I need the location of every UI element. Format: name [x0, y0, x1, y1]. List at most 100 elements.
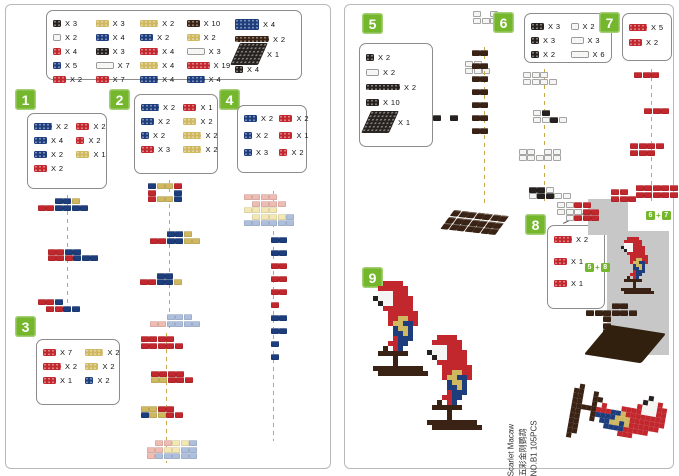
step-2-badge: 2	[109, 89, 130, 110]
part-qty: X 2	[261, 114, 274, 123]
assembly-stage	[523, 72, 557, 85]
step-ref-badge: 7	[661, 211, 671, 220]
brick-icon	[183, 146, 202, 153]
brick-icon	[186, 34, 200, 41]
step-1-badge: 1	[15, 89, 36, 110]
part-item: X 6	[570, 48, 605, 61]
part-qty: X 2	[256, 131, 269, 140]
part-qty: X 2	[65, 33, 78, 42]
part-item: X 3	[53, 17, 96, 30]
brick-icon	[43, 349, 56, 356]
brick-icon	[141, 132, 149, 139]
brick-icon	[183, 104, 197, 111]
step-6-assembly-diagram	[508, 67, 580, 205]
part-qty: X 2	[378, 52, 391, 62]
assembly-stage-ghost	[149, 314, 201, 327]
brick-icon	[140, 34, 154, 41]
part-item: X 1	[43, 374, 77, 387]
part-item: X 2	[570, 20, 605, 33]
brick-icon	[570, 51, 589, 58]
part-item: X 7	[95, 73, 141, 86]
part-qty: X 5	[651, 22, 664, 32]
part-item: X 2	[629, 36, 665, 48]
part-qty: X 2	[56, 122, 69, 131]
assembly-stage	[533, 110, 567, 123]
part-item: X 2	[53, 31, 96, 44]
finished-macaw-model-1	[373, 281, 433, 376]
brick-icon	[570, 23, 579, 30]
part-item: X 2	[279, 112, 309, 125]
part-item: X 2	[85, 374, 119, 387]
part-qty: X 4	[263, 19, 276, 29]
part-qty: X 2	[273, 34, 286, 44]
part-item: X 4	[186, 73, 235, 86]
step-ref-badge: 6	[646, 211, 655, 220]
part-qty: X 6	[592, 50, 605, 59]
trunk-column	[469, 45, 499, 209]
brick-icon	[235, 18, 259, 30]
part-item: X 2	[43, 360, 77, 373]
brick-icon	[85, 363, 99, 370]
part-item: X 2	[183, 143, 218, 156]
part-qty: X 3	[256, 148, 269, 157]
part-qty: X 3	[112, 19, 126, 28]
part-item: X 3	[570, 34, 605, 47]
part-qty: X 1	[398, 117, 411, 127]
part-qty: X 2	[205, 131, 218, 140]
part-qty: X 2	[203, 33, 217, 42]
assembly-stage	[139, 272, 191, 286]
brick-icon	[141, 146, 154, 153]
part-item: X 2	[76, 120, 106, 133]
part-qty: X 2	[582, 22, 595, 31]
brick-icon	[361, 111, 399, 133]
step-ref-badge: 8	[600, 263, 610, 272]
trunk-brick-chain	[471, 50, 489, 135]
plus-sign: +	[656, 210, 661, 220]
assembly-stage	[630, 143, 664, 156]
brick-icon	[53, 62, 61, 69]
assembly-stage	[635, 185, 679, 198]
brick-icon	[95, 48, 109, 55]
brick-icon	[34, 151, 47, 158]
brick-icon	[366, 68, 379, 76]
part-qty: X 2	[404, 82, 417, 92]
part-item: X 10	[186, 17, 235, 30]
brick-icon	[570, 37, 584, 44]
part-qty: X 3	[208, 47, 222, 56]
part-item: X 1	[554, 277, 598, 289]
part-item: X 2	[244, 112, 273, 125]
part-qty: X 2	[93, 122, 106, 131]
part-item: X 2	[244, 129, 273, 142]
part-qty: X 4	[65, 47, 78, 56]
brick-icon	[85, 377, 94, 384]
part-item: X 2	[554, 233, 598, 245]
part-qty: X 1	[200, 103, 213, 112]
part-qty: X 4	[162, 61, 175, 70]
step-1-assembly-diagram	[20, 193, 114, 317]
assembly-stage-ghost	[146, 440, 198, 460]
step-3-assembly-diagram	[116, 331, 216, 465]
brick-icon	[244, 149, 252, 156]
part-item: X 2	[235, 33, 295, 45]
assembly-stage	[634, 72, 660, 79]
part-item: X 7	[43, 346, 77, 359]
brick-icon	[183, 132, 202, 139]
brick-icon	[34, 165, 47, 172]
part-item: X 3	[244, 146, 273, 159]
brick-icon	[279, 149, 288, 156]
assembly-stage	[149, 231, 201, 244]
rotated-macaw-render	[565, 383, 669, 459]
step-6-badge: 6	[493, 12, 514, 33]
part-item: X 19	[186, 59, 235, 72]
brick-icon	[186, 48, 205, 55]
brick-icon	[43, 363, 61, 370]
product-name: Scarlet Macaw	[506, 423, 516, 476]
brick-icon	[531, 23, 544, 30]
part-qty: X 4	[51, 136, 64, 145]
